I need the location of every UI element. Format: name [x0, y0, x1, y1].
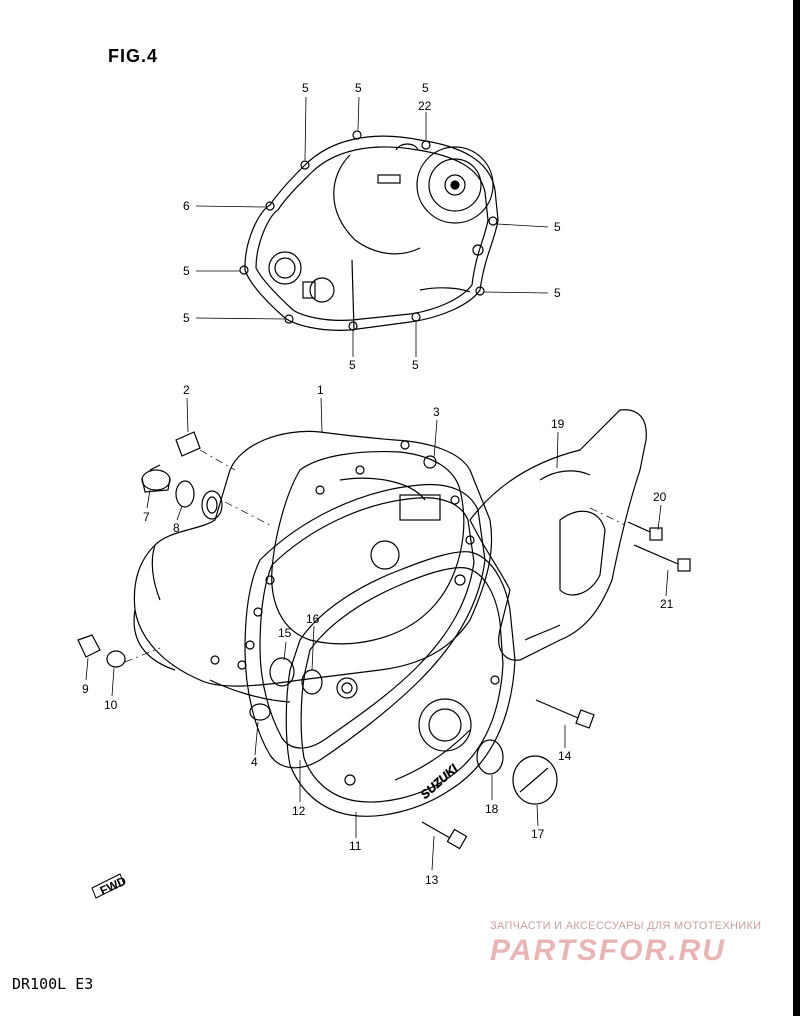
- callout-5: 5: [183, 264, 190, 278]
- callout-18: 18: [485, 802, 499, 816]
- watermark-tagline: ЗАПЧАСТИ И АКСЕССУАРЫ ДЛЯ МОТОТЕХНИКИ: [490, 920, 762, 932]
- small-parts: [77, 431, 691, 850]
- callout-12: 12: [292, 804, 306, 818]
- callout-21: 21: [660, 597, 674, 611]
- callout-5: 5: [422, 81, 429, 95]
- magneto-cover-drawing: [285, 551, 516, 817]
- fwd-label: FWD: [98, 874, 129, 898]
- callout-8: 8: [173, 521, 180, 535]
- callout-6: 6: [183, 199, 190, 213]
- callout-7: 7: [143, 510, 150, 524]
- leader-lines: [85, 96, 669, 871]
- page-edge-bar: [793, 0, 800, 1016]
- figure-title: FIG.4: [108, 46, 159, 66]
- cover-gasket-drawing: [244, 483, 486, 769]
- clutch-cover-drawing: [133, 430, 493, 703]
- callout-17: 17: [531, 827, 545, 841]
- callout-5: 5: [412, 358, 419, 372]
- callout-11: 11: [349, 839, 362, 853]
- callout-20: 20: [653, 490, 667, 504]
- callout-19: 19: [551, 417, 565, 431]
- callout-9: 9: [82, 682, 89, 696]
- callout-14: 14: [558, 749, 572, 763]
- callout-2: 2: [183, 383, 190, 397]
- callout-10: 10: [104, 698, 118, 712]
- callout-22: 22: [418, 99, 432, 113]
- watermark-logo: PARTSFOR.RU: [490, 934, 726, 967]
- callout-15: 15: [278, 626, 292, 640]
- callout-5: 5: [349, 358, 356, 372]
- crankcase-gasket-drawing: [239, 130, 499, 331]
- callout-5: 5: [183, 311, 190, 325]
- cover-decal: SUZUKI: [418, 761, 461, 802]
- sprocket-cover-drawing: [469, 409, 647, 661]
- callout-3: 3: [433, 405, 440, 419]
- callout-labels: 5 5 5 22 5 5 6 5 5 5 5 1 2 3 19 7 8 20 2…: [82, 81, 674, 887]
- callout-5: 5: [302, 81, 309, 95]
- forward-direction-marker: FWD: [91, 873, 129, 899]
- callout-1: 1: [317, 383, 324, 397]
- callout-13: 13: [425, 873, 439, 887]
- callout-5: 5: [554, 220, 561, 234]
- callout-5: 5: [554, 286, 561, 300]
- model-code: DR100L E3: [12, 975, 94, 993]
- alignment-lines: [124, 449, 626, 663]
- callout-4: 4: [251, 755, 258, 769]
- callout-16: 16: [306, 612, 320, 626]
- callout-5: 5: [355, 81, 362, 95]
